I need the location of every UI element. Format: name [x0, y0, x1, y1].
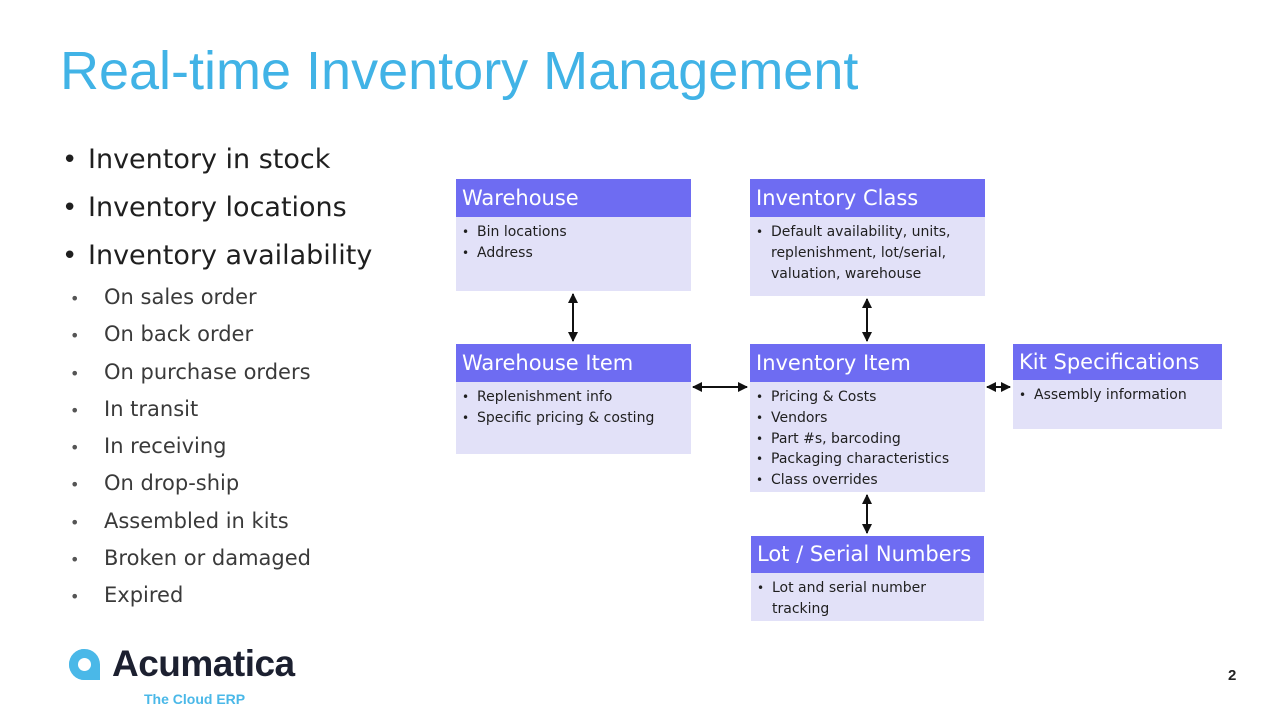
acumatica-logo-icon [69, 649, 100, 680]
inventory-item-box-title: Inventory Item [750, 344, 985, 382]
inventory-item-part-numbers: Part #s, barcoding [756, 429, 979, 450]
inventory-class-box-list: Default availability, units, replenishme… [750, 217, 985, 284]
warehouse-item-address: Address [462, 243, 685, 264]
inventory-class-defaults: Default availability, units, replenishme… [756, 222, 979, 284]
kit-assembly-information: Assembly information [1019, 385, 1216, 406]
acumatica-logo-name: Acumatica [112, 643, 295, 684]
inventory-item-box: Inventory Item Pricing & Costs Vendors P… [750, 344, 985, 492]
sub-bullet-sales-order: On sales order [70, 279, 311, 316]
inventory-item-vendors: Vendors [756, 408, 979, 429]
warehouse-box-title: Warehouse [456, 179, 691, 217]
warehouse-item-bin-locations: Bin locations [462, 222, 685, 243]
availability-sub-list: On sales order On back order On purchase… [70, 279, 311, 615]
warehouse-item-replenishment: Replenishment info [462, 387, 685, 408]
sub-bullet-back-order: On back order [70, 316, 311, 353]
kit-specifications-box: Kit Specifications Assembly information [1013, 344, 1222, 429]
sub-bullet-broken-or-damaged: Broken or damaged [70, 540, 311, 577]
warehouse-item-box-title: Warehouse Item [456, 344, 691, 382]
warehouse-item-box-list: Replenishment info Specific pricing & co… [456, 382, 691, 429]
bullet-inventory-locations: Inventory locations [62, 188, 372, 236]
warehouse-box-list: Bin locations Address [456, 217, 691, 264]
sub-bullet-in-transit: In transit [70, 391, 311, 428]
lot-serial-box-title: Lot / Serial Numbers [751, 536, 984, 573]
inventory-class-box: Inventory Class Default availability, un… [750, 179, 985, 296]
sub-bullet-drop-ship: On drop-ship [70, 465, 311, 502]
warehouse-item-box: Warehouse Item Replenishment info Specif… [456, 344, 691, 454]
sub-bullet-expired: Expired [70, 577, 311, 614]
inventory-item-packaging: Packaging characteristics [756, 449, 979, 470]
sub-bullet-assembled-in-kits: Assembled in kits [70, 503, 311, 540]
sub-bullet-purchase-orders: On purchase orders [70, 354, 311, 391]
bullet-inventory-in-stock: Inventory in stock [62, 140, 372, 188]
acumatica-logo-tagline: The Cloud ERP [144, 691, 246, 707]
inventory-item-pricing-costs: Pricing & Costs [756, 387, 979, 408]
inventory-class-box-title: Inventory Class [750, 179, 985, 217]
page-number: 2 [1228, 667, 1237, 684]
kit-specifications-box-title: Kit Specifications [1013, 344, 1222, 380]
warehouse-box: Warehouse Bin locations Address [456, 179, 691, 291]
lot-serial-box-list: Lot and serial number tracking [751, 573, 984, 620]
inventory-item-class-overrides: Class overrides [756, 470, 979, 491]
slide-title: Real-time Inventory Management [60, 41, 859, 101]
lot-serial-tracking: Lot and serial number tracking [757, 578, 978, 620]
bullet-inventory-availability: Inventory availability [62, 236, 372, 284]
kit-specifications-box-list: Assembly information [1013, 380, 1222, 406]
main-bullet-list: Inventory in stock Inventory locations I… [62, 140, 372, 284]
lot-serial-box: Lot / Serial Numbers Lot and serial numb… [751, 536, 984, 621]
sub-bullet-in-receiving: In receiving [70, 428, 311, 465]
inventory-item-box-list: Pricing & Costs Vendors Part #s, barcodi… [750, 382, 985, 491]
warehouse-item-pricing: Specific pricing & costing [462, 408, 685, 429]
